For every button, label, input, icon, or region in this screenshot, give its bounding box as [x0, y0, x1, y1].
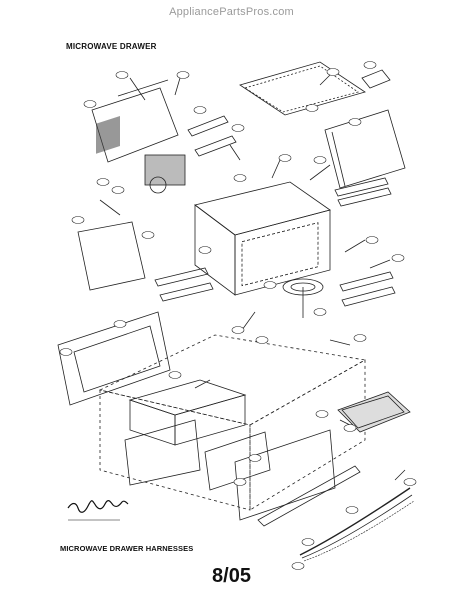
oven-cavity	[194, 181, 331, 236]
top-cover	[239, 61, 366, 116]
watermark: AppliancePartsPros.com	[169, 6, 294, 18]
rail	[187, 115, 229, 137]
fan-motor	[149, 176, 167, 194]
side-panel-right	[324, 109, 406, 189]
harness-section-title: MICROWAVE DRAWER HARNESSES	[60, 544, 194, 553]
wire-harness	[299, 487, 411, 556]
drawer-front	[204, 431, 271, 491]
signature-mark	[67, 500, 129, 513]
bracket-part	[361, 69, 391, 89]
diagram-title: MICROWAVE DRAWER	[66, 42, 157, 51]
drawer-box	[128, 379, 247, 416]
harness-trim	[257, 465, 361, 527]
drawer-slide-right	[334, 177, 389, 197]
door-panel	[57, 311, 171, 406]
drawer-slide-left	[154, 267, 209, 287]
date-code: 8/05	[212, 565, 251, 587]
drawer-assembly-outline	[98, 334, 367, 426]
side-panel-left	[77, 221, 146, 291]
